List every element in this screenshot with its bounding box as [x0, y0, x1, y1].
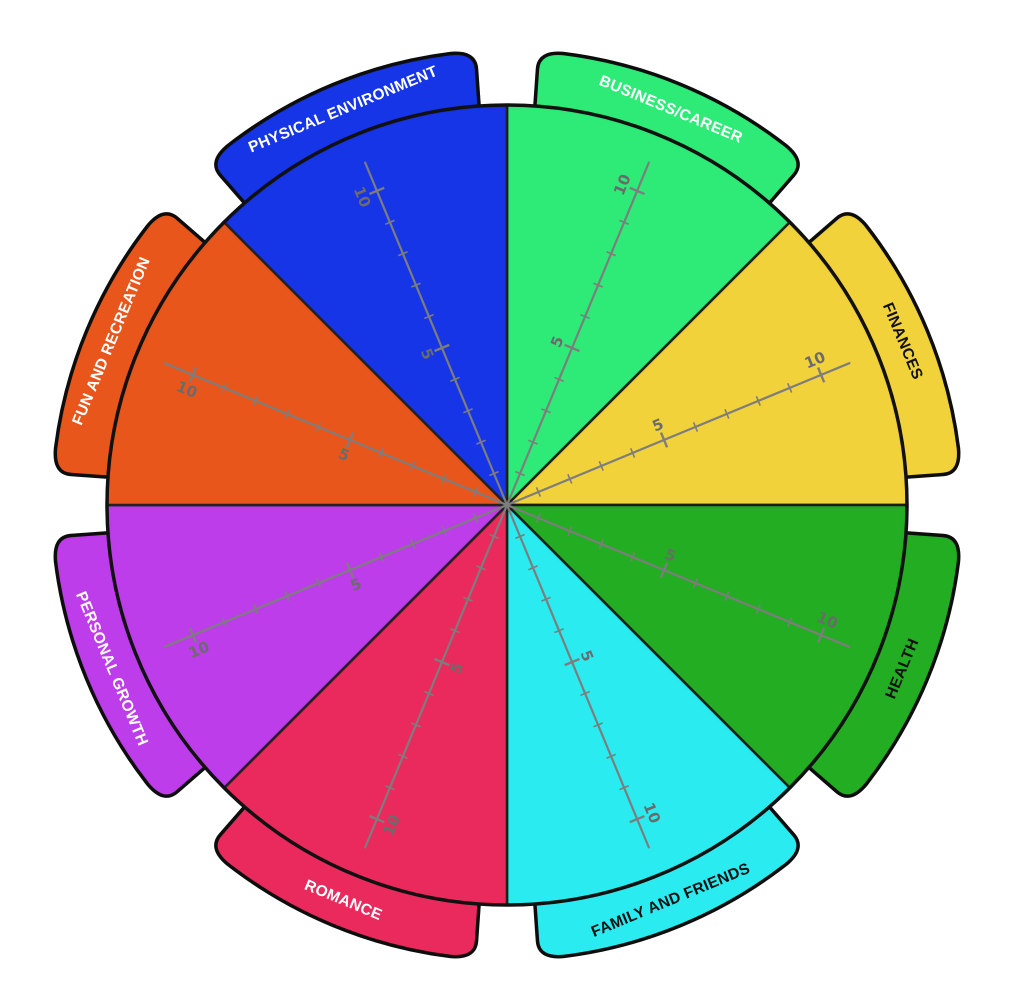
scale-tick	[580, 313, 590, 320]
scale-tick	[564, 343, 580, 353]
scale-tick	[410, 461, 416, 471]
scale-tick	[593, 282, 604, 288]
scale-tick	[472, 487, 479, 497]
scale-tick	[410, 722, 421, 728]
tab-fun-and-recreation	[53, 212, 211, 480]
scale-tick	[515, 533, 525, 540]
scale-tick	[441, 526, 447, 536]
scale-tick	[450, 627, 460, 634]
scale-axis-business-career	[505, 161, 650, 507]
scale-axis-physical-environment	[364, 161, 509, 507]
scale-tick	[489, 533, 499, 540]
scale-tick	[541, 408, 551, 414]
scale-tick	[816, 367, 826, 383]
scale-axis-family-and-friends	[505, 503, 650, 849]
scale-tick	[567, 474, 573, 484]
scale-tick	[528, 439, 538, 445]
scale-tick	[434, 343, 450, 353]
scale-tick	[598, 461, 604, 471]
scale-tick	[378, 448, 385, 458]
scale-tick	[450, 376, 460, 383]
scale-tick	[345, 432, 355, 448]
scale-tick	[410, 282, 421, 288]
tab-physical-environment	[214, 51, 482, 209]
scale-tick	[629, 448, 636, 458]
scale-axis-romance	[364, 503, 509, 849]
scale-tick	[434, 657, 450, 667]
scale-tick	[535, 513, 542, 523]
scale-tick	[593, 722, 604, 728]
scale-tick	[410, 539, 416, 549]
scale-tick	[692, 578, 699, 588]
tab-personal-growth	[53, 530, 211, 798]
scale-tick	[787, 617, 793, 628]
scale-tick	[692, 422, 699, 432]
scale-tick	[554, 627, 564, 634]
scale-tick	[378, 552, 385, 562]
scale-tick	[397, 251, 408, 257]
scale-tick	[816, 627, 826, 643]
scale-tick	[476, 439, 486, 445]
scale-tick	[463, 596, 473, 602]
scale-tick	[345, 562, 355, 578]
scale-tick	[564, 657, 580, 667]
scale-tick	[463, 408, 473, 414]
scale-tick	[659, 562, 669, 578]
scale-tick	[619, 785, 630, 791]
scale-tick	[567, 526, 573, 536]
scale-tick	[629, 552, 636, 562]
scale-tick	[284, 591, 290, 602]
scale-tick	[221, 382, 227, 393]
scale-tick	[629, 186, 645, 196]
scale-tick	[221, 617, 227, 628]
scale-axis-health	[505, 503, 851, 648]
scale-tick	[724, 408, 730, 419]
scale-tick	[606, 251, 617, 257]
scale-tick	[489, 470, 499, 477]
scale-tick	[424, 313, 434, 320]
scale-tick	[787, 382, 793, 393]
segment-tabs	[53, 51, 961, 959]
scale-tick	[397, 753, 408, 759]
scale-tick	[515, 470, 525, 477]
scale-tick	[315, 578, 322, 588]
wheel-outline	[105, 103, 909, 907]
scale-tick	[580, 690, 590, 697]
scale-tick	[629, 814, 645, 824]
scale-tick	[755, 395, 761, 406]
scale-tick	[253, 395, 259, 406]
scale-tick	[441, 474, 447, 484]
tab-family-and-friends	[532, 801, 800, 959]
scale-axis-fun-and-recreation	[163, 362, 509, 507]
scale-tick	[424, 690, 434, 697]
tab-health	[803, 530, 961, 798]
scale-tick	[476, 565, 486, 571]
scale-tick	[598, 539, 604, 549]
scale-tick	[535, 487, 542, 497]
scale-tick	[659, 432, 669, 448]
scale-tick	[724, 591, 730, 602]
scale-tick	[284, 408, 290, 419]
scale-tick	[528, 565, 538, 571]
scale-tick	[755, 604, 761, 615]
scale-axis-personal-growth	[163, 503, 509, 648]
scale-tick	[554, 376, 564, 383]
tab-romance	[214, 801, 482, 959]
scale-axis-finances	[505, 362, 851, 507]
scale-tick	[384, 785, 395, 791]
scale-tick	[472, 513, 479, 523]
tab-finances	[803, 212, 961, 480]
scale-tick	[369, 814, 385, 824]
scale-tick	[606, 753, 617, 759]
scale-tick	[188, 367, 198, 383]
scale-tick	[619, 219, 630, 225]
tab-business-career	[532, 51, 800, 209]
scale-tick	[315, 422, 322, 432]
scale-tick	[541, 596, 551, 602]
scale-tick	[369, 186, 385, 196]
scale-tick	[188, 627, 198, 643]
scale-tick	[384, 219, 395, 225]
scale-tick	[253, 604, 259, 615]
